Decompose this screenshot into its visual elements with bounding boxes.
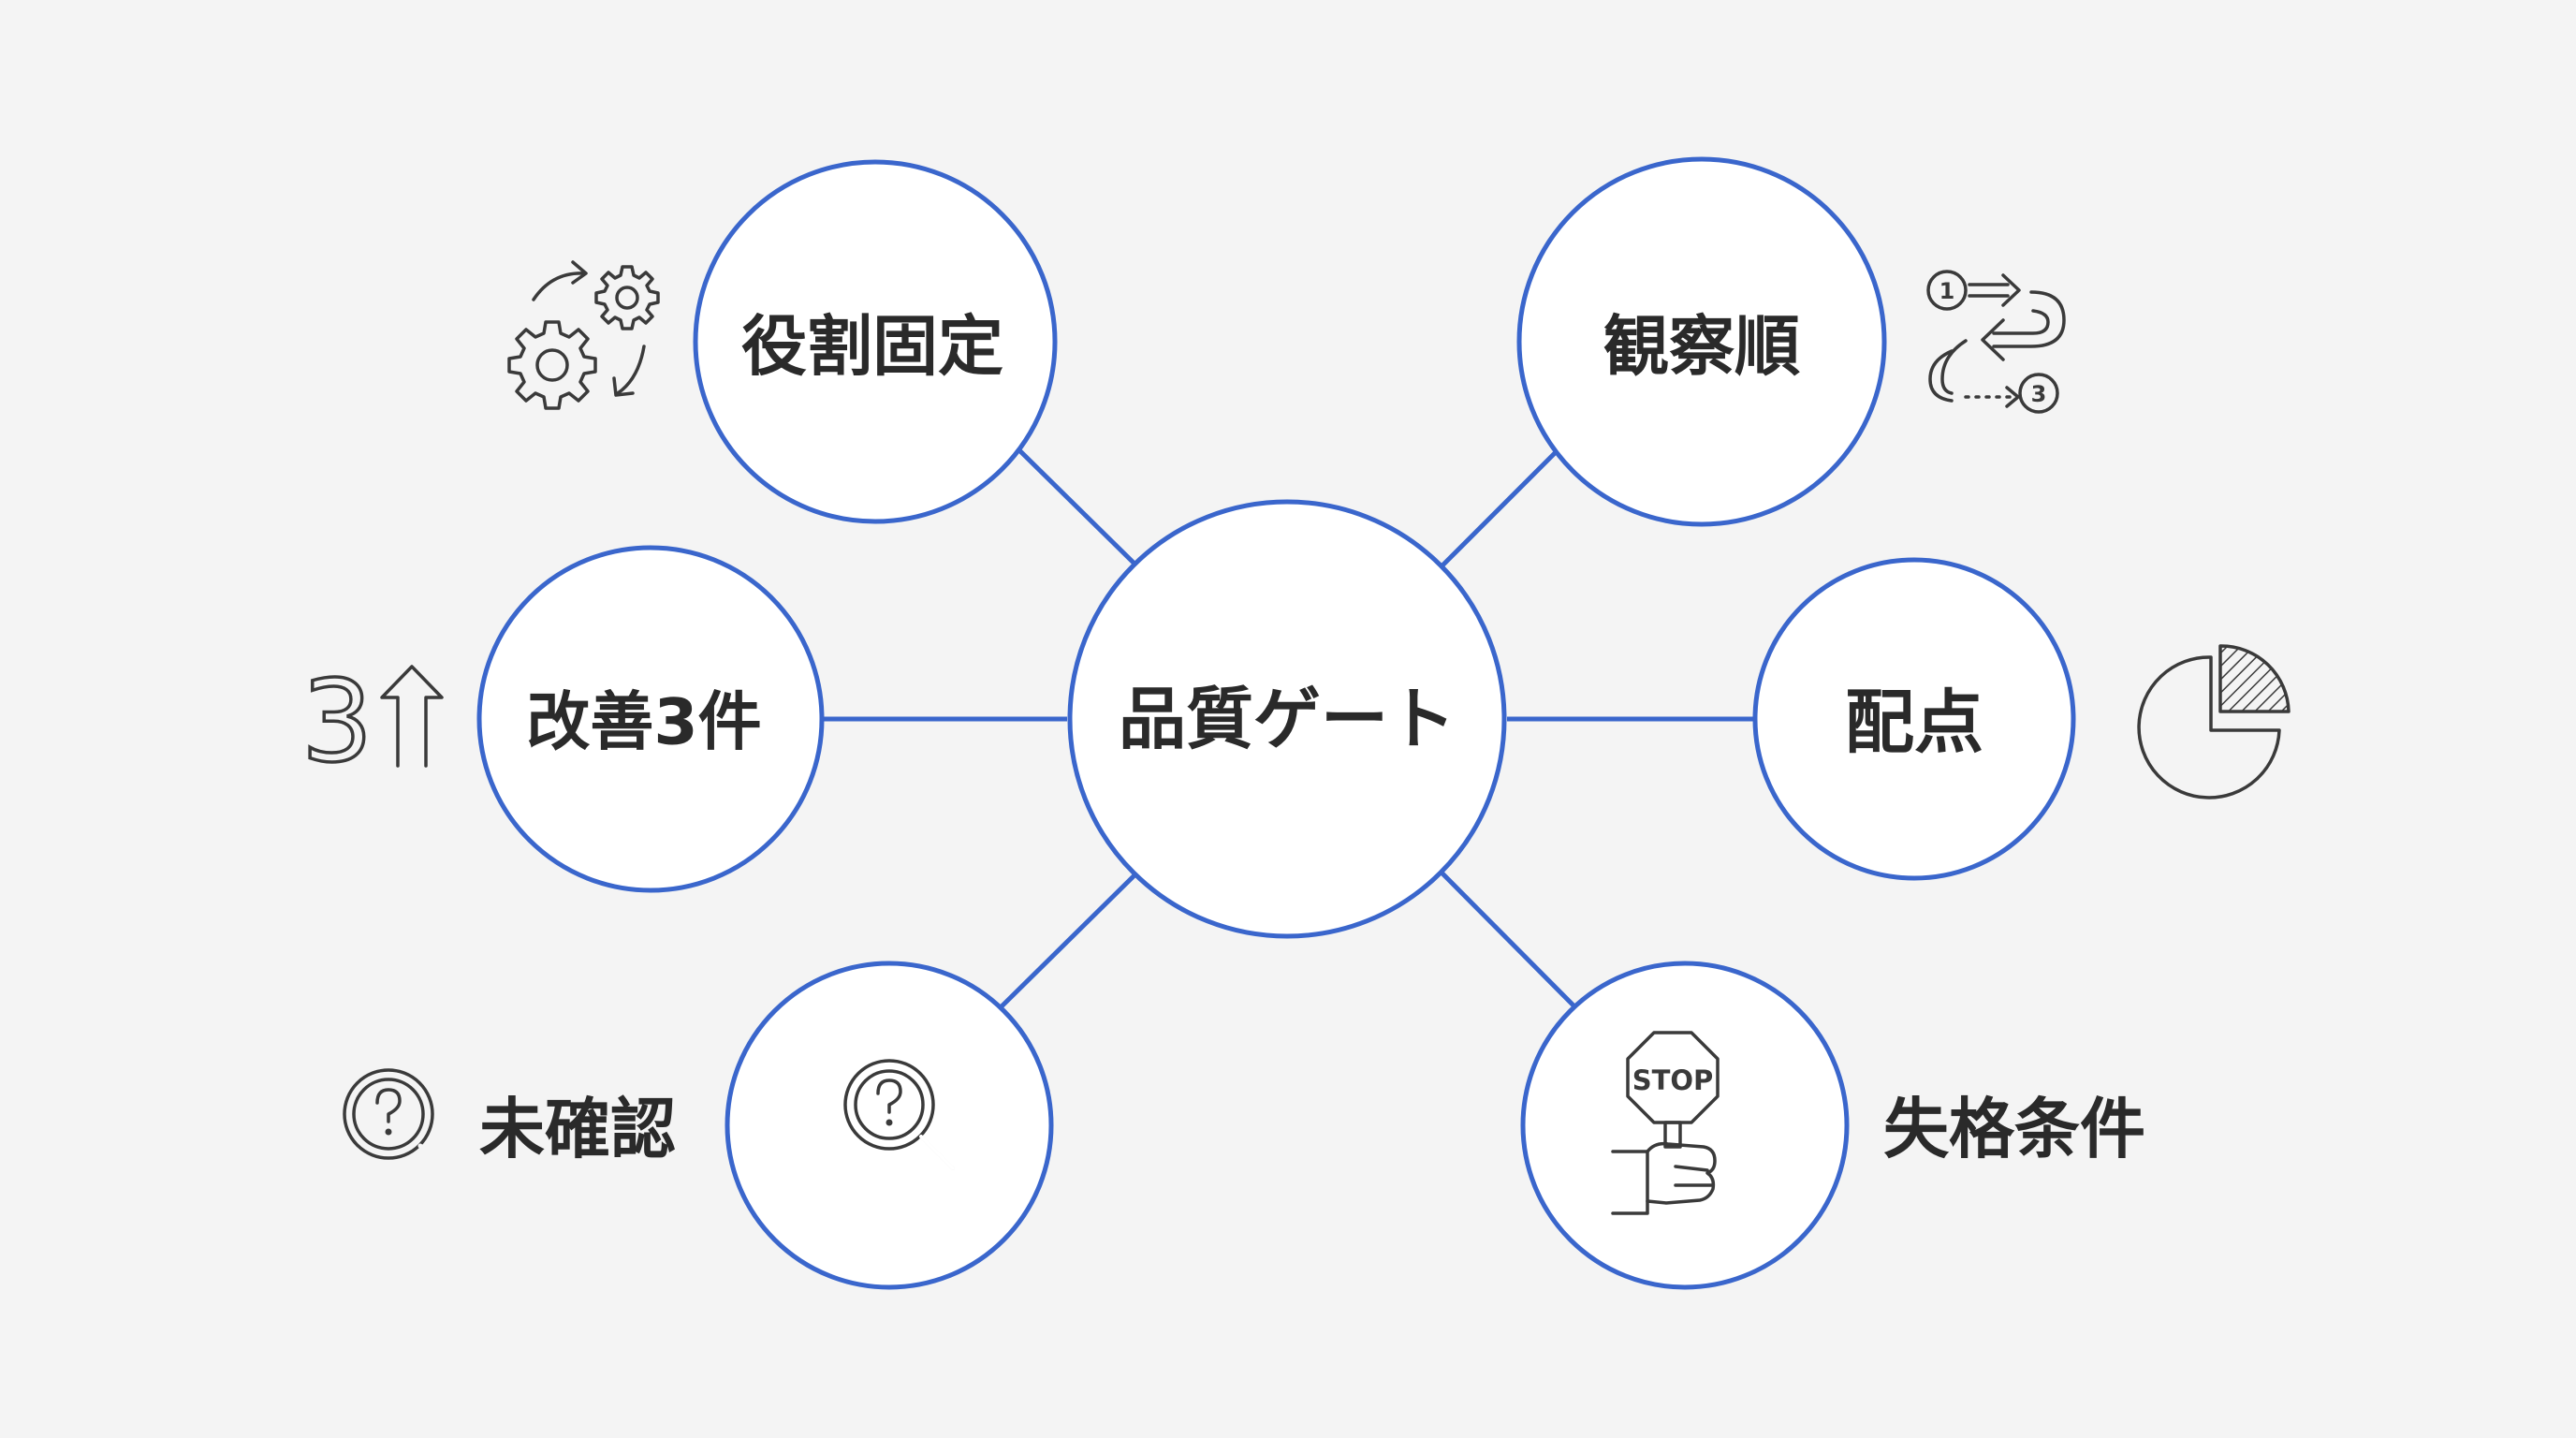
step-three-text: 3: [2031, 381, 2047, 407]
connector-observe: [1440, 448, 1560, 568]
node-score-label: 配点: [1845, 682, 1983, 763]
three-up-arrow-digit: 3: [301, 658, 373, 788]
node-role-label: 役割固定: [741, 308, 1003, 385]
node-improve[interactable]: 改善3件: [476, 545, 825, 893]
center-node-label: 品質ゲート: [1119, 680, 1456, 758]
stop-sign-hand-icon: STOP: [1611, 1031, 1720, 1215]
magnifier-question-icon: [343, 1068, 466, 1192]
connector-unconfirmed: [1000, 871, 1139, 1008]
stop-sign-text: STOP: [1632, 1064, 1714, 1096]
label-disqualify: 失格条件: [1883, 1091, 2145, 1167]
gears-cycle-icon: [507, 260, 660, 410]
node-score[interactable]: 配点: [1752, 557, 2076, 881]
connector-disqualify: [1440, 871, 1576, 1008]
sequence-steps-icon: 1 3: [1926, 270, 2066, 414]
label-unconfirmed: 未確認: [479, 1091, 676, 1167]
pie-chart-icon: [2137, 644, 2291, 800]
node-observe[interactable]: 観察順: [1516, 156, 1887, 527]
three-up-arrow-icon: 3: [300, 656, 444, 789]
node-improve-label: 改善3件: [526, 686, 761, 760]
magnifier-question-icon: [843, 1059, 955, 1170]
node-role[interactable]: 役割固定: [693, 159, 1058, 524]
node-disqualify[interactable]: STOP: [1520, 961, 1850, 1290]
connector-role: [1017, 448, 1139, 568]
connectors: [822, 448, 1755, 1008]
step-one-text: 1: [1939, 278, 1955, 304]
node-observe-label: 観察順: [1603, 308, 1800, 385]
node-unconfirmed[interactable]: [724, 961, 1054, 1290]
center-node[interactable]: 品質ゲート: [1067, 499, 1507, 939]
